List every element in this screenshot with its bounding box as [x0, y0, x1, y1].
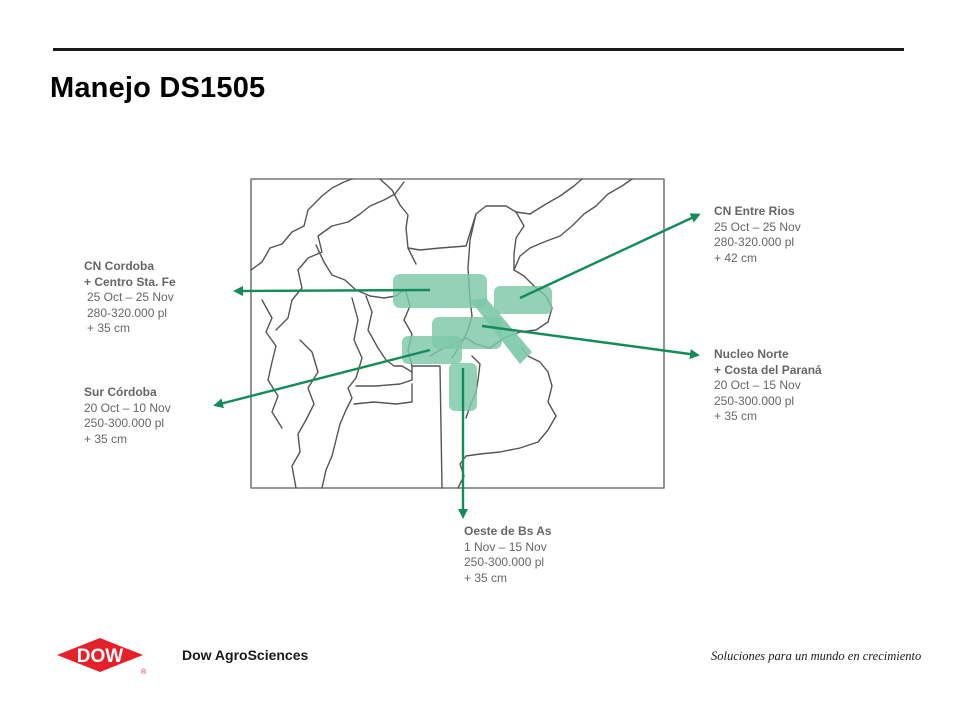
row-spacing: + 35 cm: [464, 570, 508, 585]
planting-dates: 1 Nov – 15 Nov: [464, 539, 547, 554]
map-border: [407, 205, 531, 251]
region-cn-entre-rios: CN Entre Rios 25 Oct – 25 Nov 280-320.00…: [714, 204, 801, 266]
company-name: Dow AgroSciences: [182, 647, 309, 663]
map-border: [321, 297, 363, 489]
row-spacing: + 35 cm: [714, 409, 758, 424]
region-subheading: + Centro Sta. Fe: [84, 274, 176, 289]
top-rule: [53, 48, 904, 51]
region-cn-cordoba: CN Cordoba + Centro Sta. Fe 25 Oct – 25 …: [84, 259, 176, 337]
region-heading: Nucleo Norte: [714, 347, 789, 361]
dow-logo: DOW ®: [57, 638, 147, 676]
tagline: Soluciones para un mundo en crecimiento: [711, 649, 922, 663]
planting-dates: 20 Oct – 10 Nov: [84, 400, 171, 415]
region-subheading: + Costa del Paraná: [714, 362, 822, 377]
map-border: [291, 339, 319, 489]
callout-arrows: [213, 213, 701, 519]
arrow-sur-cordoba: [213, 348, 431, 409]
region-heading: Oeste de Bs As: [464, 524, 552, 538]
registered-mark: ®: [141, 668, 147, 676]
map-border: [353, 383, 413, 405]
arrow-cn-cordoba: [233, 285, 431, 296]
dow-logo-text: DOW: [77, 646, 124, 667]
planting-dates: 25 Oct – 25 Nov: [714, 219, 801, 234]
highlight-zones: [393, 274, 552, 411]
arrow-nucleo-norte: [481, 324, 700, 360]
plant-density: 250-300.000 pl: [714, 393, 795, 408]
map-border: [379, 178, 417, 265]
slide-title: Manejo DS1505: [50, 72, 266, 104]
planting-dates: 20 Oct – 15 Nov: [714, 378, 801, 393]
region-oeste-bs-as: Oeste de Bs As 1 Nov – 15 Nov 250-300.00…: [464, 524, 552, 586]
region-nucleo-norte: Nucleo Norte + Costa del Paraná 20 Oct –…: [714, 347, 822, 425]
plant-density: 280-320.000 pl: [87, 305, 168, 320]
map-border: [513, 211, 525, 271]
row-spacing: + 42 cm: [714, 250, 758, 265]
map-border: [411, 365, 443, 489]
map-border: [365, 295, 413, 373]
map-border: [275, 181, 405, 331]
region-heading: Sur Córdoba: [84, 385, 157, 399]
region-heading: CN Entre Rios: [714, 204, 795, 218]
zone-cn-entre-rios: [494, 286, 552, 314]
map-border: [513, 178, 633, 271]
plant-density: 250-300.000 pl: [464, 555, 545, 570]
row-spacing: + 35 cm: [87, 321, 131, 336]
zone-costa: [470, 298, 532, 364]
map-border: [529, 178, 583, 215]
map-border: [250, 178, 353, 271]
map-border: [261, 299, 283, 429]
zone-sur-cordoba: [402, 336, 462, 364]
map-border: [355, 365, 413, 387]
planting-dates: 25 Oct – 25 Nov: [87, 290, 174, 305]
dow-diamond: [57, 638, 143, 672]
arrow-cn-entre-rios: [519, 213, 701, 300]
region-heading: CN Cordoba: [84, 259, 154, 273]
zone-cn-cordoba: [393, 274, 487, 308]
row-spacing: + 35 cm: [84, 431, 128, 446]
region-sur-cordoba: Sur Córdoba 20 Oct – 10 Nov 250-300.000 …: [84, 385, 171, 447]
plant-density: 250-300.000 pl: [84, 416, 165, 431]
plant-density: 280-320.000 pl: [714, 235, 795, 250]
map-border: [465, 347, 557, 457]
